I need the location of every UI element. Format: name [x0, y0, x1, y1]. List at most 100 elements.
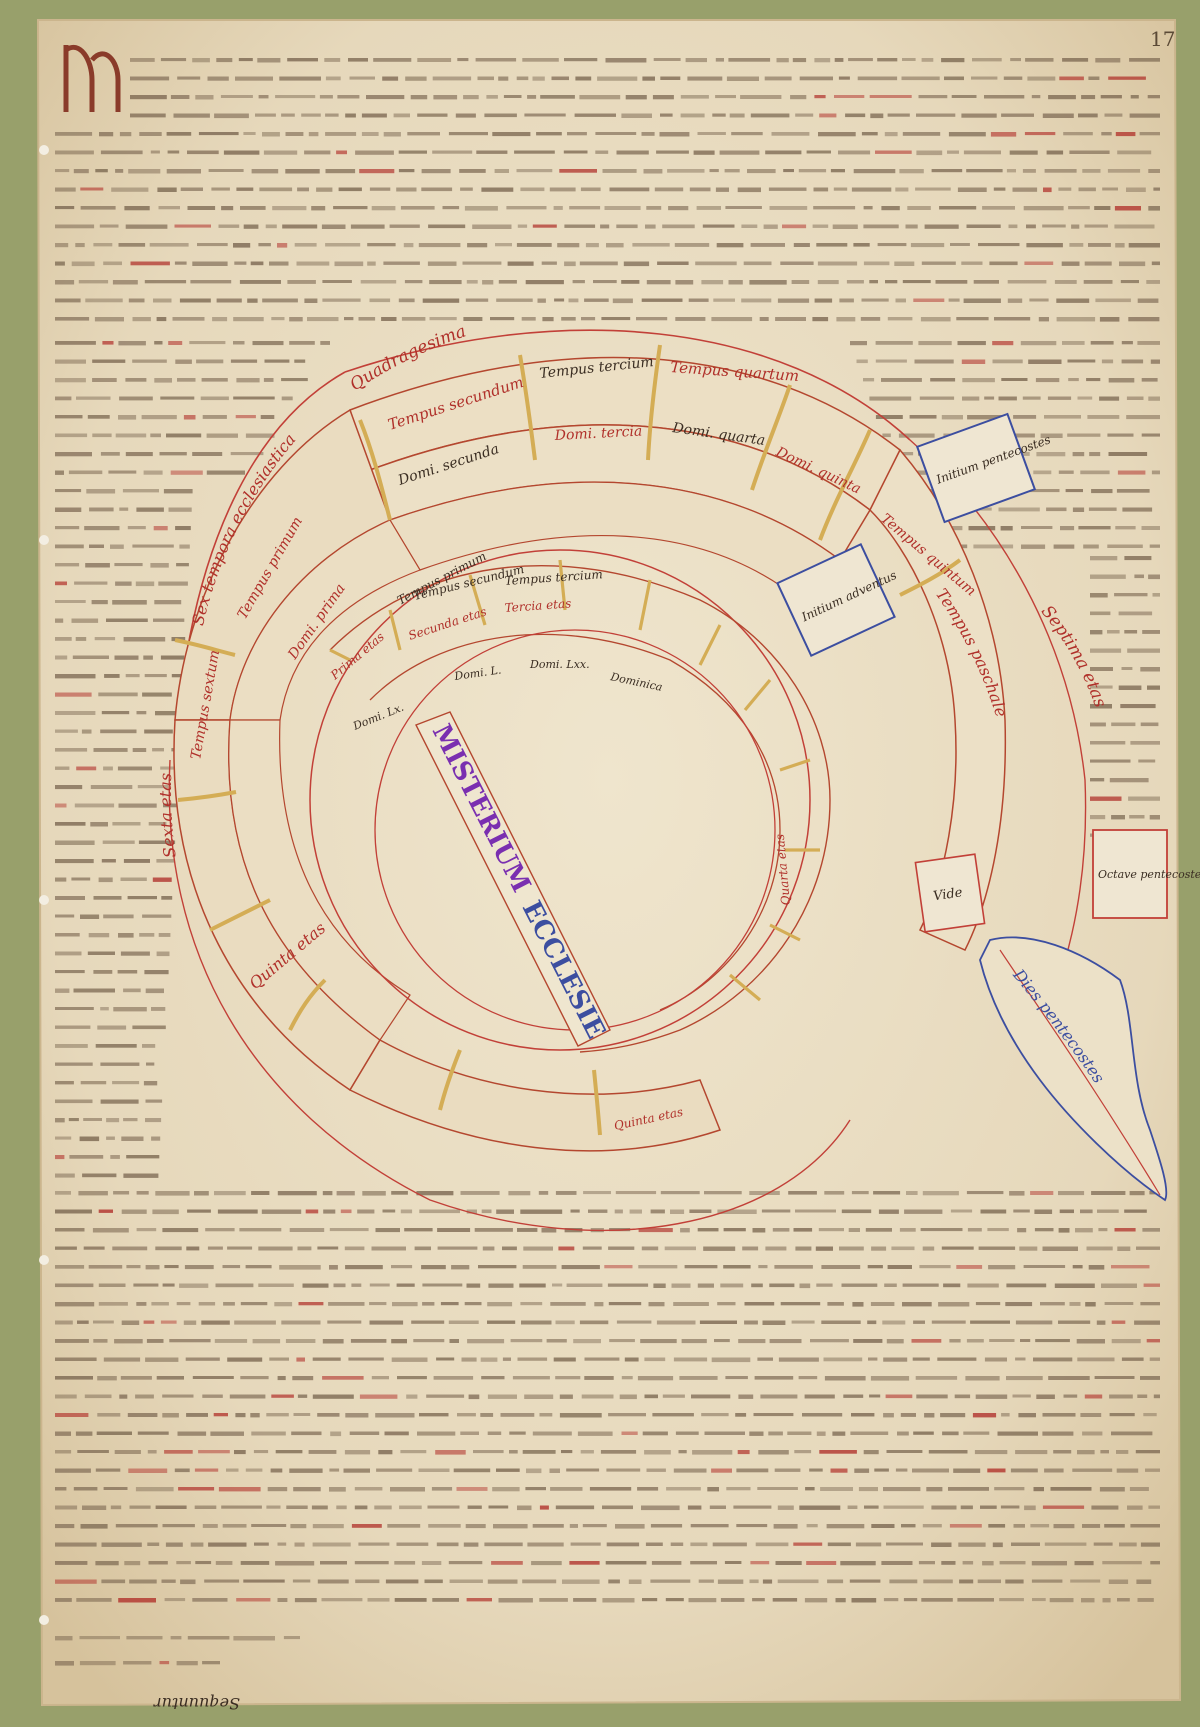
- script-stroke: [174, 261, 187, 265]
- script-stroke: [1058, 1191, 1085, 1196]
- script-stroke: [1061, 261, 1080, 266]
- script-stroke: [1094, 206, 1111, 210]
- script-stroke: [1047, 396, 1072, 400]
- gold-dividers: [174, 344, 962, 1136]
- script-stroke: [711, 317, 753, 322]
- script-stroke: [312, 1357, 341, 1361]
- script-stroke: [538, 1191, 549, 1195]
- script-stroke: [1010, 58, 1021, 62]
- script-stroke: [644, 1450, 671, 1455]
- script-stroke: [297, 187, 309, 192]
- script-stroke: [55, 1246, 77, 1250]
- script-stroke: [1116, 1450, 1129, 1454]
- script-stroke: [55, 150, 94, 155]
- script-stroke: [968, 526, 996, 531]
- script-stroke: [84, 1394, 112, 1399]
- script-stroke: [167, 150, 180, 154]
- script-stroke: [950, 1209, 973, 1213]
- script-stroke: [55, 1209, 92, 1214]
- script-stroke: [1028, 359, 1062, 364]
- script-stroke: [725, 1376, 748, 1380]
- script-stroke: [123, 1661, 152, 1665]
- script-stroke: [1005, 1579, 1024, 1584]
- script-stroke: [141, 415, 177, 420]
- script-stroke: [580, 187, 601, 192]
- script-stroke: [738, 1339, 766, 1344]
- script-stroke: [1071, 224, 1080, 229]
- script-stroke: [1006, 1376, 1043, 1381]
- script-stroke: [381, 317, 397, 321]
- script-stroke: [337, 95, 360, 99]
- script-stroke: [100, 1007, 109, 1011]
- script-stroke: [1023, 1265, 1066, 1268]
- script-stroke: [327, 1320, 362, 1324]
- script-stroke: [55, 1302, 95, 1307]
- script-stroke: [555, 1320, 575, 1325]
- script-stroke: [391, 1357, 428, 1362]
- script-stroke: [1010, 1468, 1038, 1473]
- script-stroke: [336, 150, 347, 155]
- script-stroke: [345, 113, 356, 118]
- script-stroke: [584, 1376, 614, 1380]
- script-stroke: [1121, 667, 1133, 670]
- script-stroke: [637, 1376, 674, 1381]
- script-stroke: [428, 1524, 461, 1528]
- script-stroke: [466, 280, 478, 284]
- script-stroke: [239, 1228, 282, 1232]
- script-stroke: [1115, 132, 1136, 137]
- script-stroke: [768, 187, 807, 191]
- script-stroke: [259, 187, 293, 192]
- script-stroke: [55, 600, 86, 603]
- script-stroke: [223, 1302, 235, 1306]
- script-stroke: [80, 187, 104, 191]
- script-stroke: [235, 76, 273, 81]
- script-stroke: [198, 1450, 230, 1454]
- script-stroke: [90, 822, 108, 827]
- script-stroke: [1148, 169, 1160, 173]
- script-stroke: [1084, 224, 1108, 228]
- script-stroke: [1129, 58, 1160, 62]
- script-stroke: [564, 224, 596, 228]
- script-stroke: [233, 396, 275, 400]
- script-stroke: [1146, 1339, 1160, 1343]
- script-stroke: [151, 1136, 161, 1141]
- script-stroke: [71, 261, 95, 267]
- script-stroke: [887, 113, 910, 117]
- script-stroke: [736, 1468, 769, 1473]
- manuscript-text: [55, 58, 1160, 1666]
- script-stroke: [751, 1283, 763, 1288]
- script-stroke: [948, 298, 960, 302]
- script-stroke: [217, 1209, 258, 1214]
- script-stroke: [55, 785, 83, 790]
- script-stroke: [645, 1542, 663, 1546]
- script-stroke: [130, 76, 170, 81]
- script-stroke: [75, 1431, 93, 1436]
- script-stroke: [656, 1320, 696, 1325]
- script-stroke: [791, 1320, 815, 1324]
- script-stroke: [481, 1376, 505, 1380]
- script-stroke: [875, 341, 913, 345]
- script-stroke: [1040, 433, 1063, 438]
- script-stroke: [653, 1283, 666, 1288]
- script-stroke: [1148, 1505, 1160, 1509]
- script-stroke: [692, 1450, 733, 1455]
- script-stroke: [100, 150, 143, 155]
- script-stroke: [128, 1468, 168, 1473]
- script-stroke: [129, 1579, 157, 1584]
- script-stroke: [555, 1505, 595, 1510]
- script-stroke: [875, 359, 907, 363]
- script-stroke: [665, 1598, 684, 1602]
- script-stroke: [180, 1579, 196, 1585]
- script-stroke: [487, 1394, 517, 1399]
- script-stroke: [55, 341, 96, 345]
- script-stroke: [366, 95, 405, 100]
- script-stroke: [290, 1524, 307, 1529]
- script-stroke: [103, 766, 113, 771]
- script-stroke: [156, 951, 170, 957]
- script-stroke: [115, 169, 124, 173]
- script-stroke: [357, 1209, 375, 1214]
- script-stroke: [128, 298, 145, 303]
- script-stroke: [650, 1579, 691, 1583]
- script-stroke: [400, 1450, 427, 1454]
- script-stroke: [119, 1394, 128, 1399]
